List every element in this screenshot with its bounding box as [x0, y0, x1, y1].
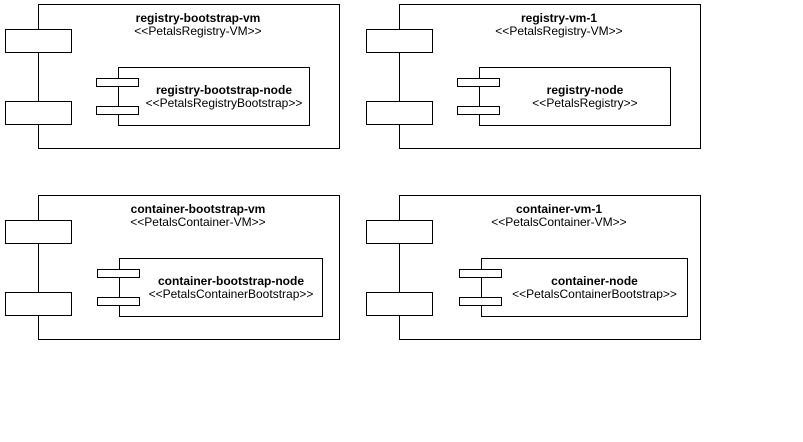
component-tab-icon [97, 269, 140, 278]
node-header: container-bootstrap-vm <<PetalsContainer… [57, 203, 339, 229]
node-name: container-bootstrap-vm [130, 202, 266, 216]
node-header: container-vm-1 <<PetalsContainer-VM>> [418, 203, 700, 229]
node-stereotype: <<PetalsRegistry-VM>> [134, 24, 262, 38]
component-tab-icon [97, 297, 140, 306]
component-registry-bootstrap-vm[interactable]: registry-bootstrap-vm <<PetalsRegistry-V… [5, 4, 340, 149]
node-header: registry-bootstrap-vm <<PetalsRegistry-V… [57, 12, 339, 38]
node-stereotype: <<PetalsRegistryBootstrap>> [145, 95, 303, 110]
component-tab-icon [366, 220, 433, 244]
component-tab-icon [457, 78, 500, 87]
component-registry-vm-1[interactable]: registry-vm-1 <<PetalsRegistry-VM>> regi… [366, 4, 701, 149]
component-container-bootstrap-vm[interactable]: container-bootstrap-vm <<PetalsContainer… [5, 195, 340, 340]
node-name: registry-bootstrap-node [155, 82, 292, 97]
node-stereotype: <<PetalsContainer-VM>> [491, 215, 627, 229]
node-header: registry-vm-1 <<PetalsRegistry-VM>> [418, 12, 700, 38]
component-tab-icon [459, 297, 502, 306]
component-tab-icon [457, 106, 500, 115]
node-name: registry-node [546, 82, 624, 97]
component-tab-icon [96, 106, 139, 115]
component-tab-icon [366, 292, 433, 316]
component-tab-icon [5, 29, 72, 53]
node-header: container-bootstrap-node <<PetalsContain… [120, 259, 322, 316]
component-tab-icon [5, 292, 72, 316]
node-header: container-node <<PetalsContainerBootstra… [482, 259, 687, 316]
node-name: registry-vm-1 [520, 11, 598, 25]
component-container-bootstrap-node[interactable]: container-bootstrap-node <<PetalsContain… [97, 258, 323, 317]
node-stereotype: <<PetalsContainer-VM>> [130, 215, 266, 229]
component-tab-icon [459, 269, 502, 278]
component-registry-bootstrap-node[interactable]: registry-bootstrap-node <<PetalsRegistry… [96, 67, 310, 126]
component-tab-icon [366, 101, 433, 125]
component-tab-icon [5, 101, 72, 125]
component-tab-icon [96, 78, 139, 87]
node-name: container-vm-1 [515, 202, 603, 216]
node-name: container-bootstrap-node [158, 273, 304, 288]
node-header: registry-bootstrap-node <<PetalsRegistry… [119, 68, 309, 125]
node-name: container-node [551, 273, 638, 288]
node-stereotype: <<PetalsContainerBootstrap>> [148, 286, 314, 301]
component-container-vm-1[interactable]: container-vm-1 <<PetalsContainer-VM>> co… [366, 195, 701, 340]
component-tab-icon [366, 29, 433, 53]
node-stereotype: <<PetalsContainerBootstrap>> [512, 286, 677, 301]
node-stereotype: <<PetalsRegistry>> [532, 95, 638, 110]
component-container-node[interactable]: container-node <<PetalsContainerBootstra… [459, 258, 688, 317]
node-header: registry-node <<PetalsRegistry>> [480, 68, 670, 125]
node-stereotype: <<PetalsRegistry-VM>> [495, 24, 623, 38]
component-registry-node[interactable]: registry-node <<PetalsRegistry>> [457, 67, 671, 126]
component-tab-icon [5, 220, 72, 244]
node-name: registry-bootstrap-vm [135, 11, 261, 25]
